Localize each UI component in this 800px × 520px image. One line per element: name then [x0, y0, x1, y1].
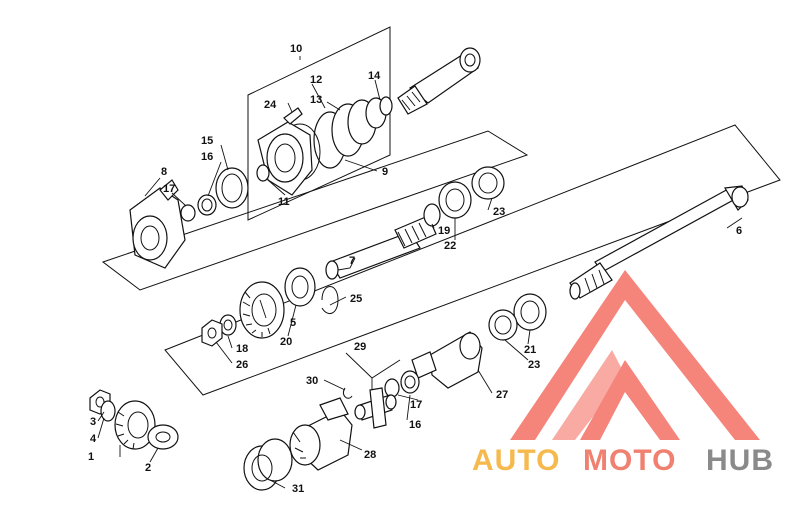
part-ring-gear-5	[239, 281, 285, 339]
watermark-logo-icon	[510, 270, 760, 440]
part-washer-17-lower	[384, 378, 400, 398]
part-shaft-7	[325, 215, 437, 280]
callout-20: 20	[280, 336, 292, 348]
callout-14: 14	[368, 70, 381, 82]
part-snapring-25	[321, 286, 339, 315]
part-hub-8	[129, 179, 186, 269]
part-seal-21	[513, 293, 547, 331]
group-box-middle-shaft	[101, 130, 529, 291]
callout-29: 29	[354, 341, 366, 353]
callout-11: 11	[278, 196, 290, 208]
callout-16: 16	[201, 151, 213, 163]
part-bearing-22	[438, 181, 472, 219]
callout-28: 28	[364, 449, 376, 461]
part-bearing-16-lower	[400, 370, 420, 394]
leader-lines	[97, 56, 743, 489]
part-seal-23-top	[471, 166, 505, 200]
group-box-driveshaft	[164, 124, 781, 396]
callout-25: 25	[350, 293, 362, 305]
part-driveshaft	[569, 185, 749, 300]
callout-10: 10	[290, 43, 302, 55]
callout-16-lower: 16	[409, 419, 421, 431]
callout-9: 9	[382, 166, 388, 178]
callout-7: 7	[349, 255, 355, 267]
callout-30: 30	[306, 375, 318, 387]
part-ring-19	[423, 203, 441, 227]
part-yoke-28	[289, 397, 353, 471]
callout-23-lower: 23	[528, 359, 540, 371]
watermark-auto: AUTO	[472, 444, 560, 477]
callout-23: 23	[493, 206, 505, 218]
part-seal-15	[215, 167, 249, 209]
callout-2: 2	[145, 462, 151, 474]
part-seal-23-bottom	[488, 309, 518, 341]
part-washer-17	[180, 204, 196, 222]
callout-5: 5	[290, 317, 296, 329]
callout-17-lower: 17	[410, 399, 422, 411]
callout-31: 31	[292, 483, 304, 495]
callout-17: 17	[163, 183, 175, 195]
callout-8: 8	[161, 166, 167, 178]
callout-27: 27	[496, 389, 508, 401]
callout-13: 13	[310, 94, 322, 106]
callout-3: 3	[90, 416, 96, 428]
callout-1: 1	[88, 451, 94, 463]
part-upper-axle	[397, 47, 481, 115]
part-bearing-20	[284, 267, 316, 307]
watermark-hub: HUB	[706, 444, 774, 477]
part-washer-2	[147, 424, 179, 450]
callout-22: 22	[444, 240, 456, 252]
callout-24: 24	[264, 99, 277, 111]
part-yoke-27	[411, 331, 483, 389]
callout-19: 19	[438, 225, 450, 237]
group-box-9-10	[247, 26, 391, 221]
part-boot-31	[243, 438, 293, 491]
watermark-text: AUTO MOTO HUB	[472, 444, 774, 477]
callout-18: 18	[236, 343, 248, 355]
callout-12: 12	[310, 74, 322, 86]
callout-21: 21	[524, 344, 536, 356]
callout-4: 4	[90, 433, 97, 445]
part-gear-1	[114, 400, 156, 450]
callout-labels: 1 2 3 4 5 6 7 8 9 10 11 12 13 14 15 16 1…	[88, 43, 742, 495]
part-ujoint-cross	[354, 387, 397, 429]
watermark-moto: MOTO	[583, 444, 676, 477]
part-hub-flange-11	[256, 107, 313, 196]
callout-26: 26	[236, 359, 248, 371]
part-bearing-16	[197, 194, 217, 216]
callout-15: 15	[201, 135, 213, 147]
callout-6: 6	[736, 225, 742, 237]
part-washer-4	[100, 400, 116, 422]
part-nut-26	[201, 319, 223, 347]
part-cv-boot	[279, 96, 393, 181]
